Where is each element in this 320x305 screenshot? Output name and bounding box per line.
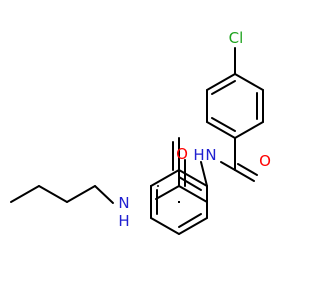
chlorine-label: Cl [229, 29, 244, 47]
bond [155, 185, 180, 200]
molecule-canvas: Cl N H O O N H [10, 29, 271, 235]
bond [206, 121, 236, 139]
bond [211, 80, 236, 95]
carbonyl-oxygen-label: O [259, 152, 271, 170]
butylamide-nitrogen-label: N [118, 194, 129, 212]
bond [66, 185, 96, 203]
bond [220, 161, 236, 171]
butylamide-hydrogen-label: H [118, 212, 129, 230]
bond [200, 161, 208, 187]
bond [234, 73, 264, 91]
bond [237, 163, 258, 176]
amide-2-drawn [155, 159, 208, 203]
bond [178, 176, 202, 191]
bond [234, 121, 264, 139]
benzamide-oxygen-label: O [176, 145, 188, 163]
bond [38, 185, 68, 203]
bond [178, 213, 202, 228]
bond [206, 73, 236, 91]
amide-nitrogen-label: N [205, 146, 216, 164]
amide-hydrogen-label: H [193, 146, 204, 164]
bond [178, 217, 208, 235]
bond [10, 185, 40, 203]
bond [94, 185, 114, 204]
bond [150, 169, 180, 187]
amide-2-real [150, 185, 180, 203]
molecule-structure: Cl N H O O N H [10, 29, 271, 235]
bond [178, 169, 208, 187]
bond [211, 117, 236, 132]
labels: Cl N H O O N H [118, 29, 271, 230]
bonds [10, 47, 264, 235]
bond [150, 217, 180, 235]
bond [234, 169, 255, 182]
bond [178, 185, 208, 203]
